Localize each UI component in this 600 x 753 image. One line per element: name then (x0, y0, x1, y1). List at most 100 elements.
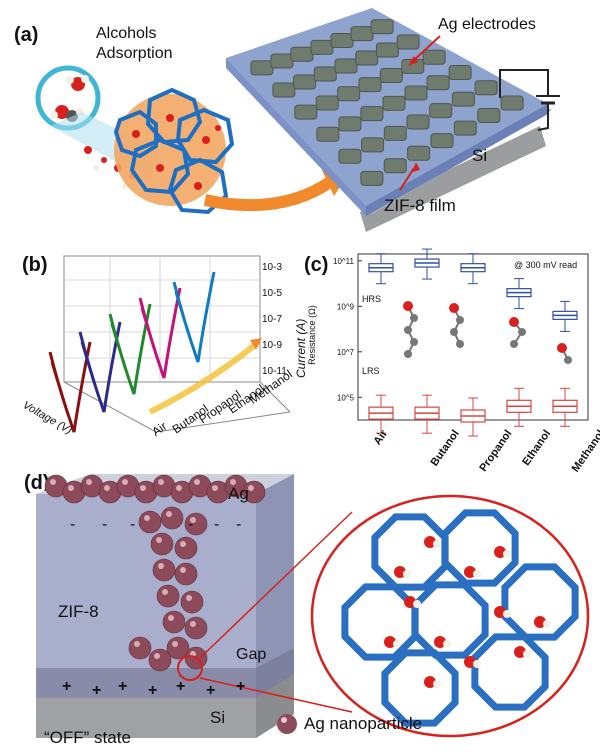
si-substrate-side (256, 674, 294, 738)
read-annotation: @ 300 mV read (514, 260, 578, 270)
ag-top-label: Ag (228, 484, 249, 503)
positive-charge: + (118, 678, 128, 695)
hrs-label: HRS (362, 294, 382, 304)
zoomed-zif8-framework (341, 509, 579, 727)
off-state-label: “OFF” state (44, 728, 131, 747)
positive-charge: + (176, 678, 186, 695)
framework-cage (501, 563, 579, 641)
ag-electrode-pad (429, 103, 453, 119)
zif8-film-side (366, 104, 548, 216)
guest-molecule (424, 536, 436, 548)
z-tick-3: 10-7 (262, 314, 283, 325)
ag-electrode-pad (448, 64, 472, 80)
ag-electrode-pad (316, 126, 340, 142)
ag-electrode-pad (272, 82, 296, 98)
ag-electrode-pad (370, 19, 394, 35)
panel-d: (d) Ag ZIF-8 Gap Si “OFF” state Ag nanop… (0, 452, 600, 753)
negative-charge: - (102, 516, 108, 533)
ag-electrode-pad (361, 137, 385, 153)
z-tick-4: 10-9 (262, 340, 283, 351)
adsorption-title-line2: Adsorption (96, 45, 173, 62)
ag-electrode-grid (250, 19, 524, 186)
ag-electrode-pad (426, 75, 450, 91)
ag-electrode-pad (355, 50, 379, 66)
ag-electrode-pad (360, 106, 384, 122)
panel-a: (a) Alcohols Adsorption (0, 0, 600, 232)
z-tick-2: 10-5 (262, 288, 283, 299)
ag-electrode-pad (453, 120, 477, 136)
ag-electrode-pad (338, 116, 362, 132)
iv-curve-air (48, 341, 92, 433)
ag-electrode-pad (313, 66, 337, 82)
y-tick-label: 10^9 (337, 302, 355, 311)
ag-electrode-pad (383, 125, 407, 141)
guest-molecule (384, 636, 396, 648)
negative-charge: - (214, 516, 220, 533)
panel-a-illustration (35, 8, 560, 232)
ag-nanoparticle (184, 616, 208, 640)
ag-electrode-pad (404, 85, 428, 101)
ag-nanoparticle-legend: Ag nanoparticle (304, 714, 423, 733)
panel-c-label: (c) (304, 254, 329, 276)
negative-charge: - (236, 516, 242, 533)
ag-electrode-pad (396, 34, 420, 50)
si-substrate-side (360, 126, 546, 232)
propanol-skeleton (452, 307, 462, 345)
ag-electrode-pad (294, 104, 318, 120)
guest-molecule (404, 596, 416, 608)
negative-charge: - (130, 516, 136, 533)
ag-nanoparticle (174, 562, 198, 586)
negative-charge: - (188, 516, 194, 533)
negative-charge: - (70, 516, 76, 533)
ag-electrode-pad (290, 46, 314, 62)
ag-electrode-pad (358, 77, 382, 93)
ag-nanoparticle (128, 636, 152, 660)
panel-d-illustration (36, 474, 590, 738)
lrs-label: LRS (362, 366, 380, 376)
zif8-film-left (226, 58, 366, 216)
ag-electrode-pad (250, 60, 274, 76)
framework-guest-molecules (132, 114, 221, 190)
si-label-a: Si (472, 146, 488, 165)
ag-nanoparticle (152, 558, 176, 582)
ag-nanoparticle (174, 536, 198, 560)
panel-b-label: (b) (22, 254, 48, 276)
alcohols-adsorption-title: Alcohols Adsorption (96, 24, 173, 64)
ag-nanoparticle (162, 610, 186, 634)
guest-molecule (434, 636, 446, 648)
ag-spheres (44, 474, 266, 672)
si-label-d: Si (210, 708, 226, 727)
si-substrate-front (36, 698, 256, 738)
y-axis-ticks: 10^11 10^9 10^7 10^5 (333, 257, 362, 402)
ag-nanoparticle (148, 648, 172, 672)
ag-electrode-pad (474, 80, 498, 96)
y-tick-label: 10^7 (337, 348, 355, 357)
ag-electrode-pad (337, 86, 361, 102)
zif8-framework-cluster (113, 87, 235, 215)
guest-molecule (464, 656, 476, 668)
film-pointer (399, 167, 415, 191)
c-ylabel: Resistance (Ω) (306, 305, 317, 365)
ag-electrode-pad (375, 42, 399, 58)
panel-a-label: (a) (14, 24, 39, 46)
transfer-arrow (203, 176, 334, 212)
guest-molecule (494, 546, 506, 558)
framework-zoom-ellipse (310, 494, 590, 738)
ag-electrode-pad (406, 114, 430, 130)
framework-cage (371, 513, 449, 591)
z-tick-1: 10-3 (262, 262, 283, 273)
ag-electrode-pad (500, 95, 524, 111)
alcohol-molecule-1 (66, 75, 89, 91)
y-tick-label: 10^11 (333, 257, 355, 266)
y-tick-label: 10^5 (337, 393, 355, 402)
guest-molecule (494, 606, 506, 618)
resistance-box-chart: 10^11 10^9 10^7 10^5 (333, 248, 589, 437)
zoom-connector-top (199, 511, 353, 659)
framework-cage (471, 633, 549, 711)
electrodes-pointer (411, 35, 441, 63)
framework-cage (381, 649, 459, 727)
ag-electrode-pad (360, 170, 384, 186)
z-tick-5: 10-11 (262, 366, 287, 377)
guest-molecule (424, 676, 436, 688)
positive-charge: + (206, 682, 216, 699)
